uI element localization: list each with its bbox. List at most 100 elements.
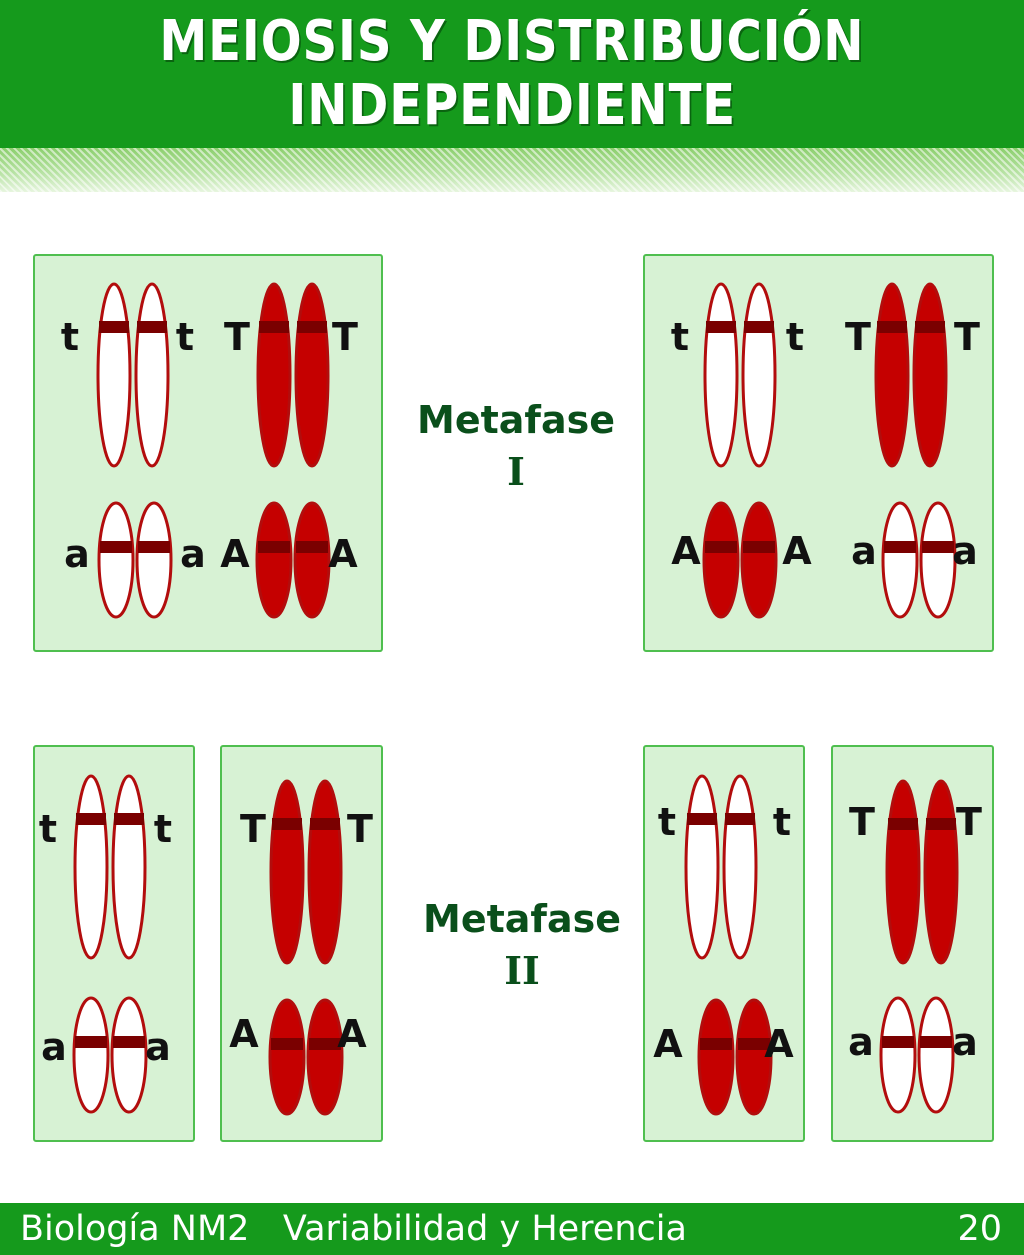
chromatid (684, 774, 720, 960)
chromatid (735, 998, 773, 1116)
centromere-band (114, 813, 144, 825)
centromere-band (138, 541, 170, 553)
chromatid (256, 282, 292, 468)
chromatid (697, 998, 735, 1116)
footer-bar: Biología NM2 Variabilidad y Herencia 20 (0, 1203, 1024, 1255)
allele-label: a (145, 1025, 171, 1069)
chromatid (111, 774, 147, 960)
chromatid (741, 282, 777, 468)
centromere-band (922, 541, 954, 553)
centromere-band (271, 1038, 303, 1050)
allele-label: A (764, 1022, 794, 1066)
stage-numeral: I (507, 449, 525, 494)
stage-name: Metafase (417, 398, 615, 442)
allele-label: T (956, 800, 982, 844)
centromere-band (310, 818, 340, 830)
footer-unit: Variabilidad y Herencia (282, 1209, 687, 1249)
centromere-band (743, 541, 775, 553)
centromere-band (706, 321, 736, 333)
centromere-band (76, 813, 106, 825)
allele-label: T (845, 315, 871, 359)
centromere-band (888, 818, 918, 830)
centromere-band (309, 1038, 341, 1050)
cell-metafase-2-a (33, 745, 195, 1142)
chromatid (72, 996, 110, 1114)
allele-label: t (39, 807, 57, 851)
title-line-1: MEIOSIS Y DISTRIBUCIÓN (159, 9, 865, 74)
centromere-band (99, 321, 129, 333)
allele-label: A (220, 532, 250, 576)
centromere-band (915, 321, 945, 333)
allele-label: t (773, 800, 791, 844)
allele-label: t (786, 315, 804, 359)
chromatid (917, 996, 955, 1114)
centromere-band (738, 1038, 770, 1050)
chromatid (919, 501, 957, 619)
centromere-band (137, 321, 167, 333)
allele-label: T (240, 807, 266, 851)
allele-label: t (61, 315, 79, 359)
title-banner-gradient (0, 148, 1024, 192)
centromere-band (258, 541, 290, 553)
allele-label: a (64, 532, 90, 576)
centromere-band (705, 541, 737, 553)
allele-label: A (328, 532, 358, 576)
chromatid (307, 779, 343, 965)
centromere-band (920, 1036, 952, 1048)
centromere-band (882, 1036, 914, 1048)
allele-label: a (851, 529, 877, 573)
centromere-band (272, 818, 302, 830)
chromatid (134, 282, 170, 468)
title-line-2: INDEPENDIENTE (288, 73, 736, 138)
allele-label: a (952, 529, 978, 573)
chromatid (879, 996, 917, 1114)
allele-label: T (347, 807, 373, 851)
chromatid (135, 501, 173, 619)
allele-label: A (782, 529, 812, 573)
centromere-band (926, 818, 956, 830)
allele-label: A (229, 1012, 259, 1056)
centromere-band (725, 813, 755, 825)
allele-label: a (180, 532, 206, 576)
chromatid (722, 774, 758, 960)
allele-label: A (653, 1022, 683, 1066)
chromatid (97, 501, 135, 619)
centromere-band (259, 321, 289, 333)
allele-label: t (671, 315, 689, 359)
chromatid (96, 282, 132, 468)
chromatid (110, 996, 148, 1114)
centromere-band (877, 321, 907, 333)
allele-label: a (41, 1025, 67, 1069)
stage-name: Metafase (423, 897, 621, 941)
page-number: 20 (957, 1209, 1002, 1249)
title-banner: MEIOSIS Y DISTRIBUCIÓN INDEPENDIENTE (0, 0, 1024, 148)
centromere-band (700, 1038, 732, 1050)
chromatid (255, 501, 293, 619)
chromatid (702, 501, 740, 619)
centromere-band (113, 1036, 145, 1048)
chromatid (874, 282, 910, 468)
chromatid (912, 282, 948, 468)
chromatid (293, 501, 331, 619)
centromere-band (884, 541, 916, 553)
stage-label-metafase-1: Metafase I (396, 394, 636, 498)
centromere-band (687, 813, 717, 825)
chromatid (881, 501, 919, 619)
